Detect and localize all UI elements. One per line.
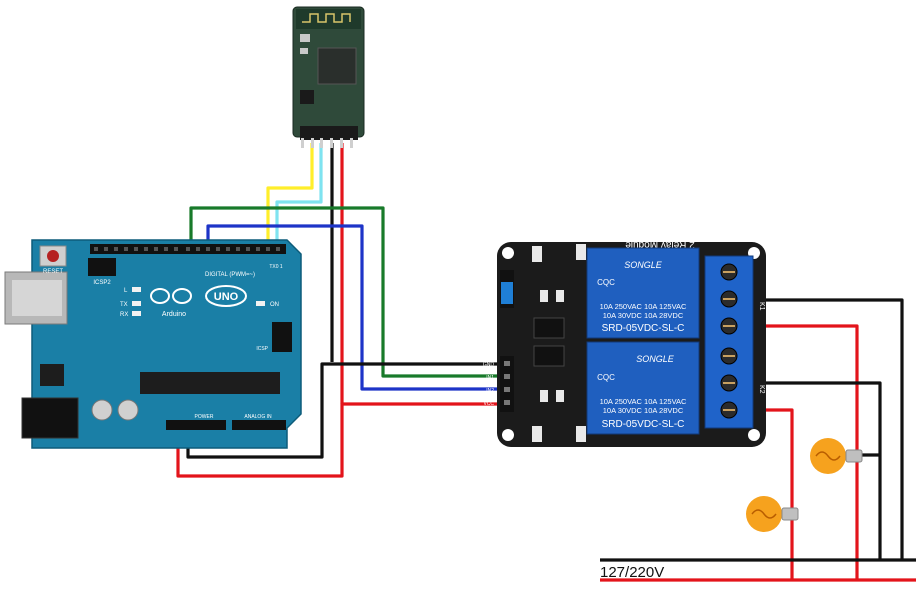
bt-pin-header	[300, 126, 358, 140]
arduino-logo-icon	[150, 285, 247, 307]
reset-label: RESET	[43, 269, 63, 275]
bt-antenna-icon	[302, 13, 351, 23]
relay-1-brand: SONGLE	[624, 260, 663, 270]
wire-yellow-bt-tx	[266, 143, 314, 252]
jumper-cap	[501, 282, 513, 304]
relay-2-brand: SONGLE	[636, 354, 675, 364]
pin-label-in2: IN2	[486, 388, 494, 394]
relay-2-model: SRD-05VDC-SL-C	[602, 419, 685, 430]
relay-module: 2 Relay Module SONGLE CQC 10A 250VAC 10A…	[483, 239, 766, 447]
analog-label: ANALOG IN	[244, 414, 272, 420]
icsp-label: ICSP	[256, 346, 268, 352]
wire-red-relay2-no	[760, 408, 794, 580]
pin-label-gnd: GND	[483, 362, 495, 368]
bluetooth-module	[292, 6, 365, 148]
k2-label: K2	[758, 385, 765, 394]
relay-1-spec1: 10A 250VAC 10A 125VAC	[600, 302, 687, 311]
txd-label: TX0 1	[269, 264, 283, 270]
wire-cyan-bt-rx	[275, 143, 323, 252]
relay-2	[586, 341, 700, 435]
atmega-chip	[140, 372, 280, 394]
analog-header	[232, 420, 286, 430]
bt-chip	[317, 47, 357, 85]
relay-1-cqc: CQC	[597, 278, 615, 287]
tx-led-label: TX	[120, 302, 128, 308]
icsp2-label: ICSP2	[93, 280, 111, 286]
on-led-label: ON	[270, 302, 279, 308]
wire-blue-in2	[206, 224, 512, 391]
relay-module-title: 2 Relay Module	[625, 239, 695, 250]
wire-red-5v	[176, 402, 512, 478]
dc-jack	[21, 397, 79, 439]
pin-label-in1: IN1	[486, 375, 494, 381]
k1-label: K1	[758, 302, 765, 311]
wire-black-relay2-com	[760, 381, 882, 560]
wire-red-relay1-no	[760, 324, 859, 580]
logo-uno-text: UNO	[214, 291, 239, 303]
bt-antenna-area	[296, 9, 361, 29]
relay-1	[586, 247, 700, 339]
optocoupler	[533, 345, 565, 367]
l-led-label: L	[124, 288, 128, 294]
wire-black-relay1-com	[760, 298, 904, 560]
capacitor	[91, 399, 113, 421]
relay-2-spec2: 10A 30VDC 10A 28VDC	[603, 406, 684, 415]
mains-voltage-label: 127/220V	[600, 564, 664, 581]
relay-2-cqc: CQC	[597, 373, 615, 382]
brand-text: Arduino	[162, 311, 186, 318]
rx-led-label: RX	[120, 312, 128, 318]
capacitor	[117, 399, 139, 421]
arduino-uno: RESET ICSP2 DIGITAL (PWM=~) TX0 1 L TX R…	[4, 239, 302, 449]
bulb-2-icon	[746, 496, 799, 532]
bt-pins	[301, 138, 353, 148]
relay-1-spec2: 10A 30VDC 10A 28VDC	[603, 311, 684, 320]
terminal-block	[704, 255, 754, 429]
relay-2-spec1: 10A 250VAC 10A 125VAC	[600, 397, 687, 406]
bulb-1-icon	[810, 438, 863, 474]
relay-1-model: SRD-05VDC-SL-C	[602, 323, 685, 334]
digital-header-pins	[94, 247, 280, 251]
wire-green-in1	[189, 206, 512, 378]
optocoupler	[533, 317, 565, 339]
power-label: POWER	[195, 414, 214, 420]
pin-label-vcc: VCC	[483, 401, 494, 407]
input-header	[500, 356, 514, 412]
power-header	[166, 420, 226, 430]
digital-label: DIGITAL (PWM=~)	[205, 272, 255, 278]
terminal-screws	[720, 263, 738, 419]
reset-button-cap	[47, 250, 59, 262]
icsp-header	[272, 322, 292, 352]
